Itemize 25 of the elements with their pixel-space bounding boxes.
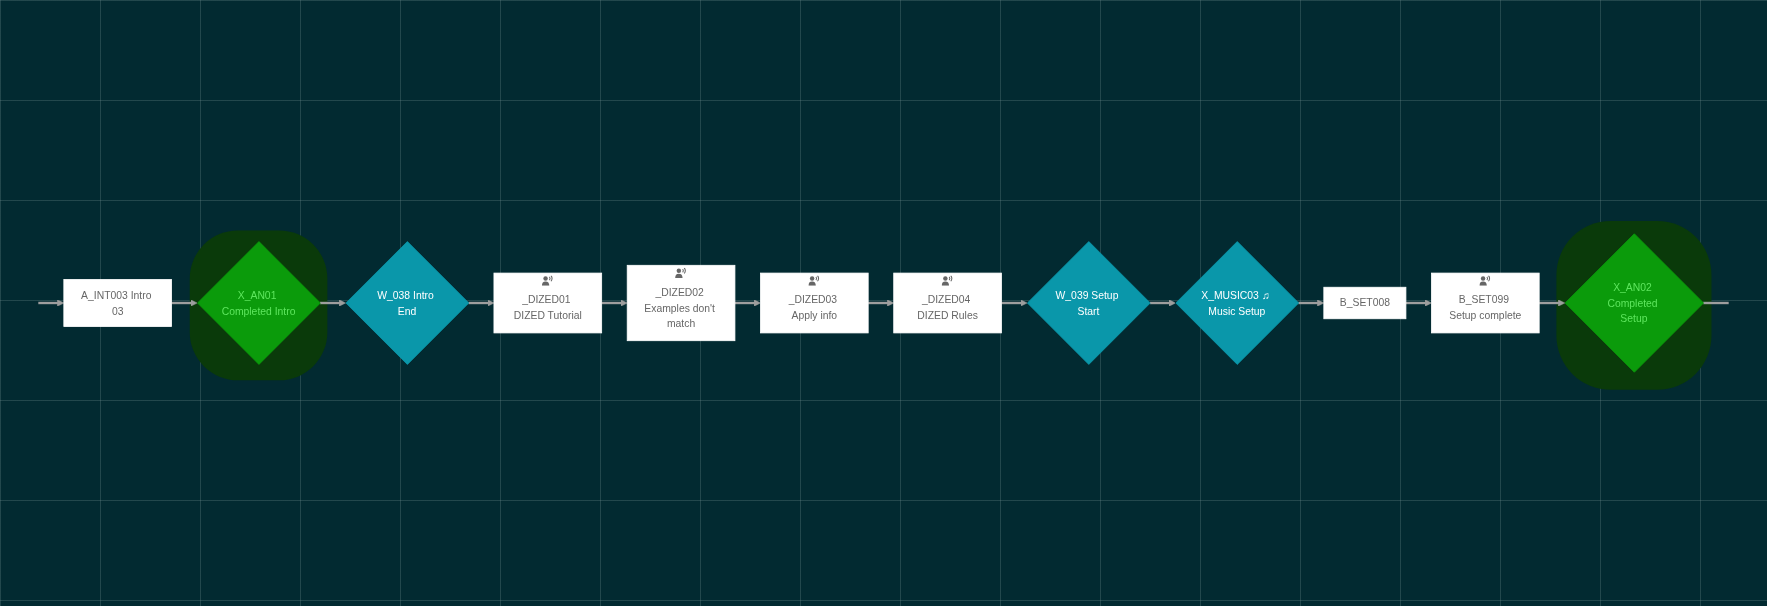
arrow — [734, 299, 761, 307]
arrow — [1405, 299, 1432, 307]
arrow — [1539, 299, 1566, 307]
node-label: _DIZED03 Apply info — [787, 292, 839, 324]
node-label: A_INT003 Intro 03 — [80, 288, 153, 319]
node-label: W_038 Intro End — [376, 288, 435, 319]
arrow — [320, 299, 346, 307]
node-label: X_AN01 Completed Intro — [220, 288, 297, 319]
connector-line — [1703, 301, 1729, 305]
arrow — [468, 299, 495, 307]
node-label: _DIZED02 Examples don't match — [643, 285, 716, 332]
arrow — [1298, 299, 1325, 307]
node-label: X_AN02 Completed Setup — [1606, 280, 1659, 327]
arrow — [171, 299, 198, 307]
node-label: _DIZED04 DIZED Rules — [916, 292, 979, 324]
node-label: W_039 Setup Start — [1054, 288, 1120, 319]
node-label: B_SET099 Setup complete — [1448, 292, 1523, 324]
arrow — [1001, 299, 1028, 307]
arrow — [868, 299, 895, 307]
node-label: _DIZED01 DIZED Tutorial — [512, 292, 583, 324]
arrow — [1149, 299, 1176, 307]
arrow — [38, 299, 65, 307]
node-label: B_SET008 — [1339, 295, 1390, 311]
node-label: X_MUSIC03 ♫ Music Setup — [1200, 288, 1271, 319]
arrow — [601, 299, 628, 307]
